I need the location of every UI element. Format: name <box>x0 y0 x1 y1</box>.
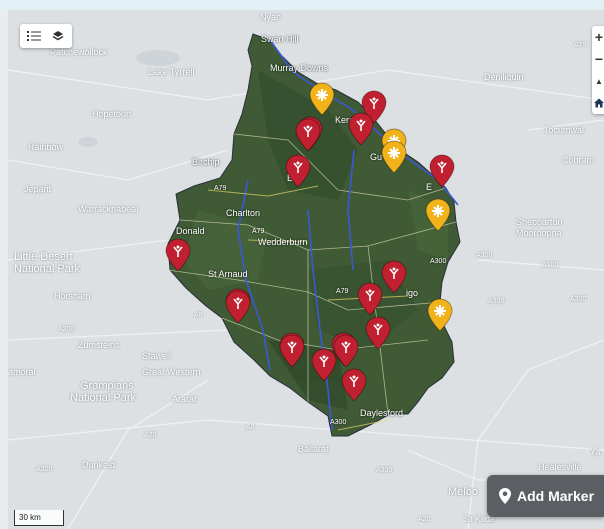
place-label: Healesville <box>538 462 582 472</box>
zoom-controls: + − ▲ <box>592 26 604 114</box>
map-marker-red[interactable] <box>357 282 383 316</box>
place-label: Ararat <box>172 394 197 404</box>
road-label: A300 <box>430 258 447 265</box>
lga-boundaries <box>167 133 457 415</box>
place-label: Swan Hill <box>261 34 299 44</box>
place-label: Patchewollock <box>50 47 108 57</box>
layers-icon <box>52 31 64 41</box>
place-label: Ballarat <box>298 444 329 454</box>
place-label: Kerang <box>335 115 364 126</box>
map-marker-red[interactable] <box>333 334 359 368</box>
road-label: A200 <box>58 326 75 333</box>
layers-button[interactable] <box>46 25 70 47</box>
road-label: A300 <box>330 419 347 426</box>
place-label: Zumsteins <box>78 340 120 350</box>
map-marker-red[interactable] <box>225 290 251 324</box>
place-label: Daylesford <box>360 408 404 418</box>
road-label: A200 <box>36 466 53 473</box>
place-label: Jeparit <box>24 184 52 194</box>
place-label: St Kilda <box>464 514 496 524</box>
road-label: A300 <box>376 467 393 474</box>
place-label: Mooroopna <box>516 228 562 238</box>
top-strip <box>0 0 604 10</box>
map-marker-red[interactable] <box>381 260 407 294</box>
map-marker-red[interactable] <box>361 90 387 124</box>
road-label: A300 <box>476 252 493 259</box>
map-marker-red[interactable] <box>341 368 367 402</box>
place-label: Gu <box>370 152 383 162</box>
place-label: Dunkeld <box>82 460 116 470</box>
lake <box>136 50 180 66</box>
road-label: A300 <box>488 298 505 305</box>
map-marker-red[interactable] <box>285 154 311 188</box>
zoom-in-button[interactable]: + <box>594 29 604 45</box>
place-label: Great Western <box>142 367 201 377</box>
place-label: Birchip <box>192 157 220 167</box>
list-button[interactable] <box>22 25 46 47</box>
road-label: A79 <box>574 42 587 49</box>
place-label: National Park <box>14 263 81 275</box>
map-marker-red[interactable] <box>279 334 305 368</box>
place-label: Little Desert <box>14 251 73 263</box>
place-label: Shepparton <box>516 217 563 227</box>
place-label: Donald <box>176 226 205 236</box>
zoom-out-button[interactable]: − <box>594 51 604 67</box>
map-pin-icon <box>499 488 511 504</box>
road-label: A20 <box>418 516 431 523</box>
road-label: A8 <box>194 312 203 319</box>
place-label: Murray Downs <box>270 63 329 73</box>
map-marker-red[interactable] <box>165 238 191 272</box>
place-label: Horsham <box>54 291 91 301</box>
map-marker-red[interactable] <box>295 118 321 152</box>
map-marker-yellow[interactable] <box>427 298 453 332</box>
home-button[interactable] <box>592 92 604 114</box>
road-label: A79 <box>336 288 349 295</box>
map-marker-yellow[interactable] <box>381 140 407 174</box>
map-marker-red[interactable] <box>348 112 374 146</box>
add-marker-button[interactable]: Add Marker <box>487 475 604 517</box>
place-label: Cobram <box>562 155 595 165</box>
place-label: Wedderburn <box>258 237 308 247</box>
place-label: Warracknabeal <box>78 204 139 214</box>
road-label: A8 <box>246 424 255 431</box>
map-marker-yellow[interactable] <box>425 198 451 232</box>
map-marker-yellow[interactable] <box>309 82 335 116</box>
place-label: Hopetoun <box>92 109 132 119</box>
road-label: A79 <box>214 185 227 192</box>
place-label: Stawell <box>142 351 172 361</box>
place-label: Lake Tyrrell <box>148 67 195 77</box>
map-marker-red[interactable] <box>429 154 455 188</box>
place-label: Tocumwal <box>544 125 585 135</box>
place-label: Rainbow <box>28 142 64 152</box>
place-label: Grampians <box>80 380 134 392</box>
road-label: A300 <box>570 296 587 303</box>
place-label: Charlton <box>226 208 261 218</box>
road-label: A300 <box>542 262 559 269</box>
place-label: St Arnaud <box>208 269 248 279</box>
road-label: A79 <box>252 228 265 235</box>
place-label: Deniliquin <box>484 72 524 82</box>
list-icon <box>27 31 41 41</box>
map-canvas[interactable]: Nyah Swan Hill Patchewollock Lake Tyrrel… <box>8 10 604 529</box>
place-label: E <box>426 182 433 192</box>
add-marker-label: Add Marker <box>517 488 595 504</box>
map-tools <box>20 24 72 48</box>
place-label: igo <box>406 288 419 298</box>
place-label: National Park <box>70 392 137 404</box>
home-icon <box>594 98 604 108</box>
place-label: Nyah <box>260 12 282 22</box>
lake <box>78 137 98 147</box>
scale-bar: 30 km <box>14 510 64 526</box>
place-label: Melbo <box>448 486 478 498</box>
place-label: amoral <box>8 367 36 377</box>
compass-button[interactable]: ▲ <box>595 76 603 86</box>
map-marker-red[interactable] <box>311 348 337 382</box>
road-label: A20 <box>144 432 157 439</box>
place-label: Ya <box>590 447 601 457</box>
map-marker-red[interactable] <box>365 316 391 350</box>
